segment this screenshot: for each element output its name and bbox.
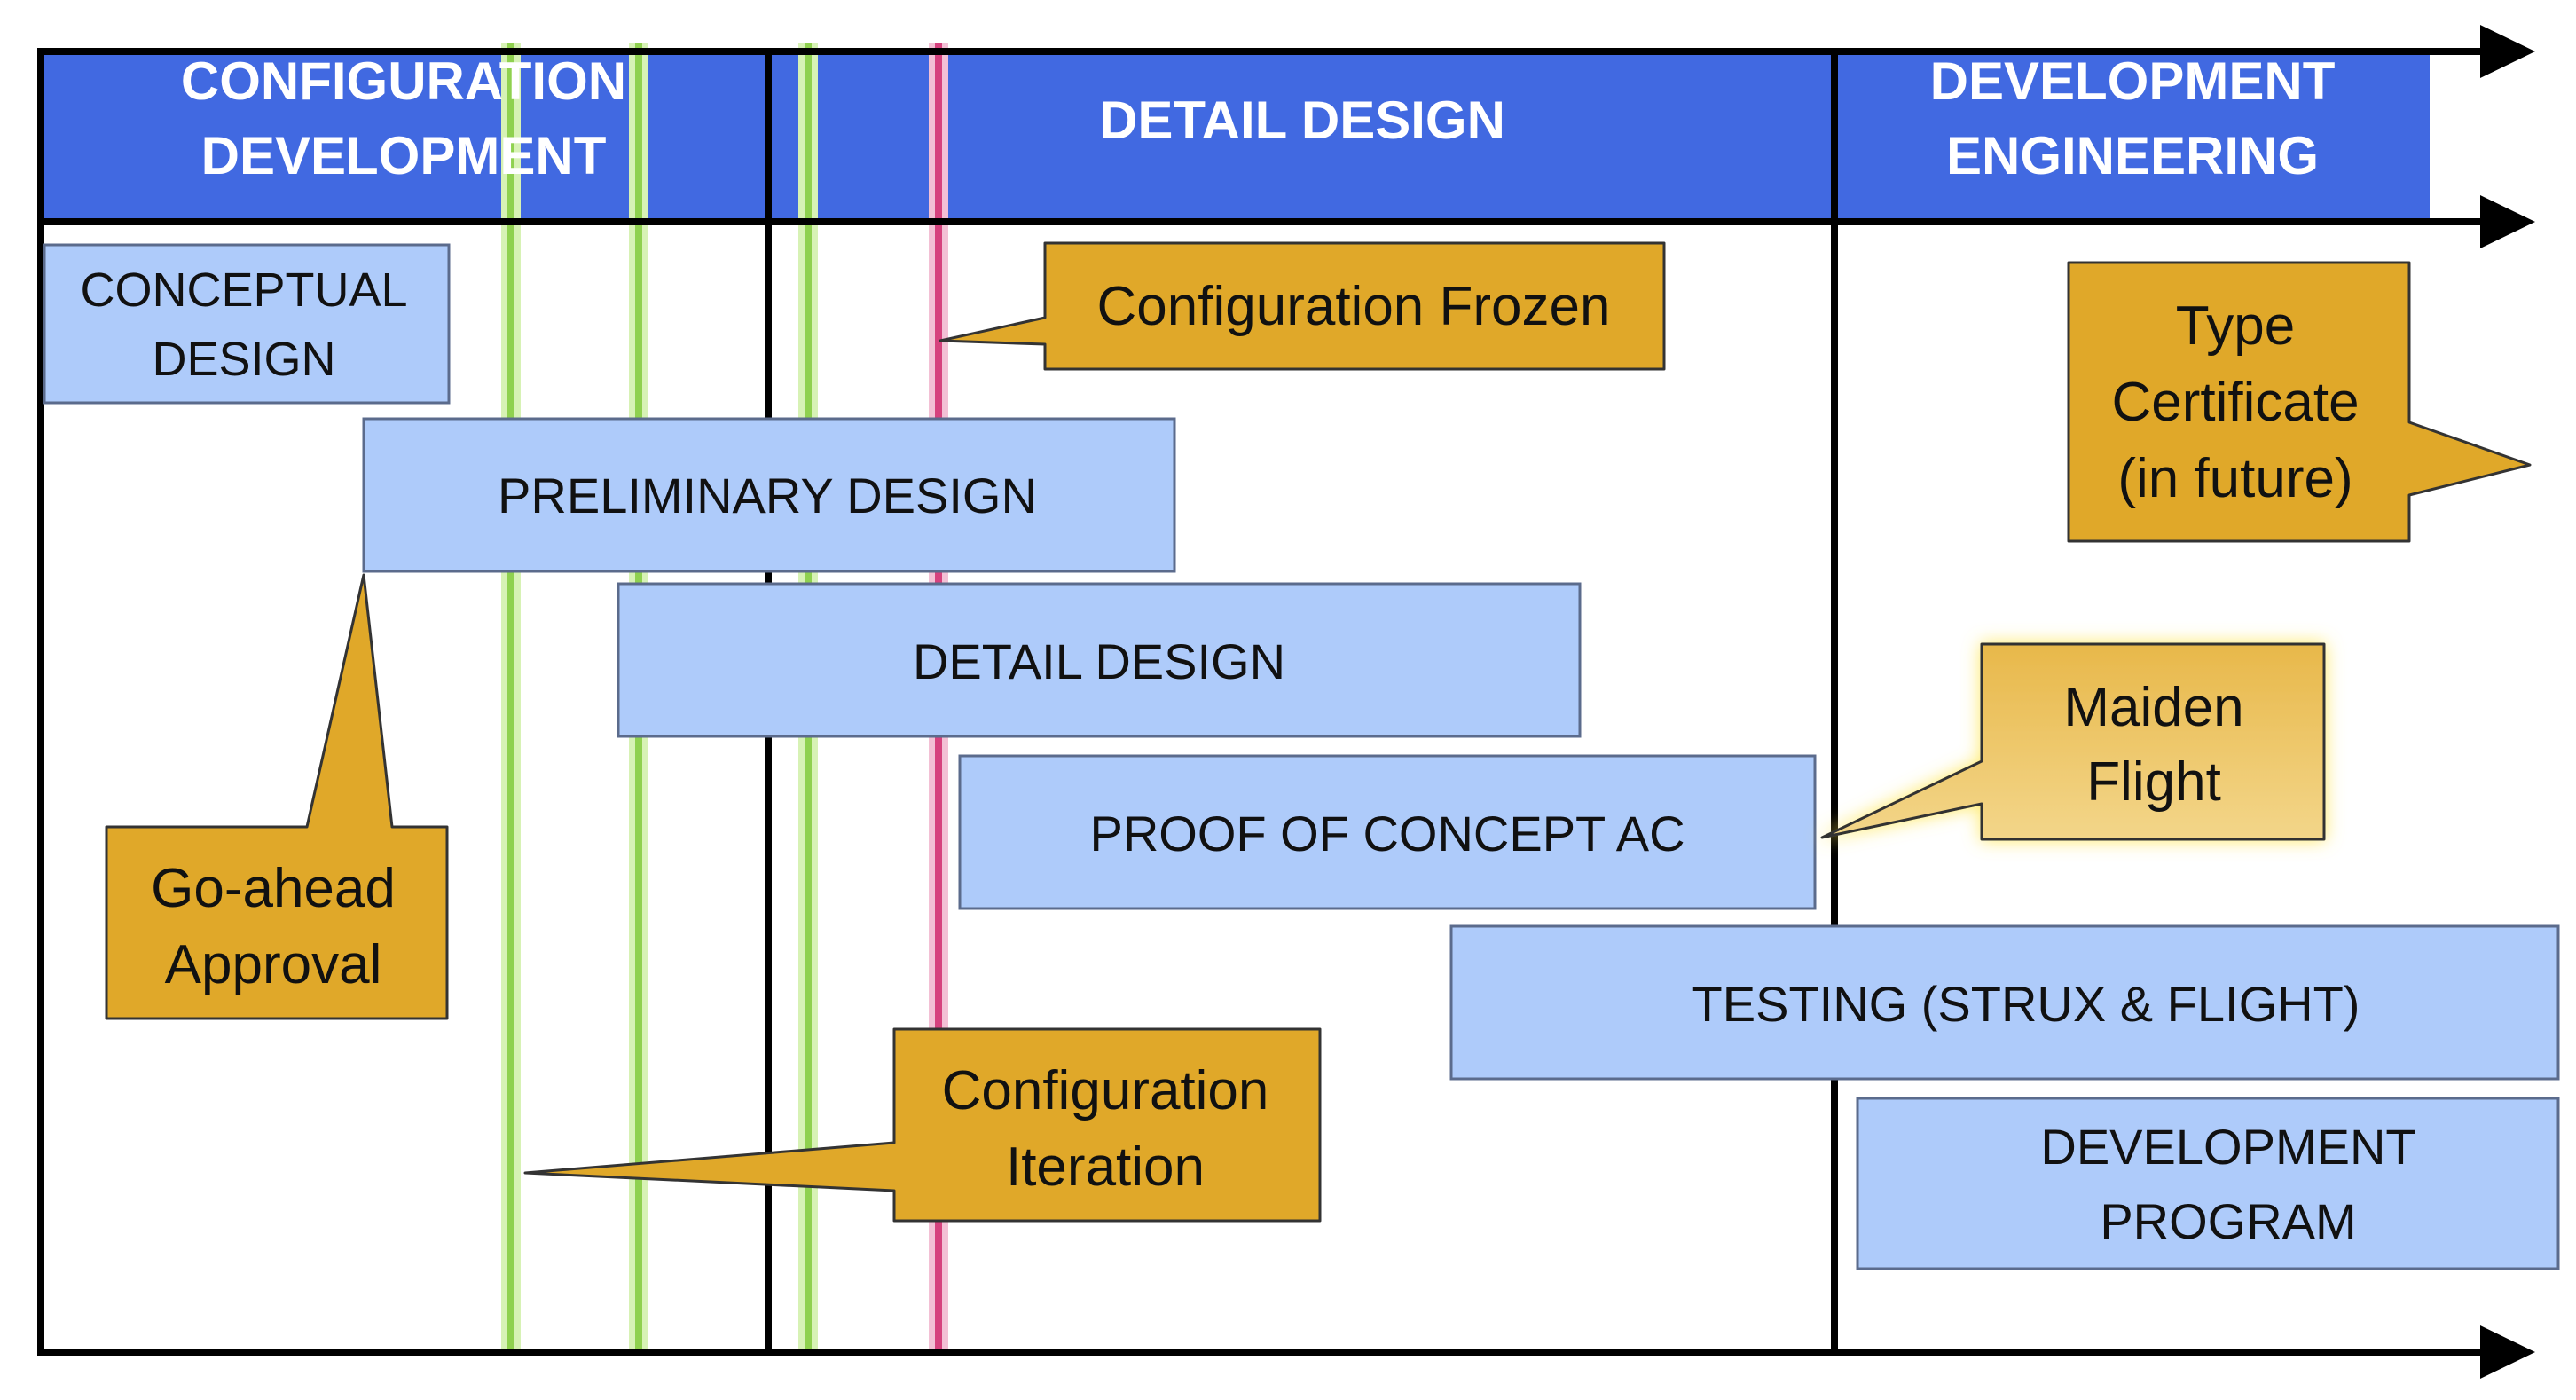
label-line: DESIGN — [152, 333, 335, 386]
label-line: Certificate — [2111, 372, 2359, 433]
label-line: TESTING (STRUX & FLIGHT) — [1692, 976, 2360, 1032]
axis-header-bottom-arrow — [2480, 195, 2535, 248]
header-band — [41, 55, 2430, 222]
label-line: ENGINEERING — [1946, 126, 2319, 185]
axis-bottom-arrow — [2480, 1325, 2535, 1379]
activity-bar-development-program — [1856, 1097, 2560, 1270]
label-line: Configuration Frozen — [1097, 276, 1611, 337]
activity-bar-preliminary-design — [362, 417, 1176, 573]
label-line: Go-ahead — [151, 858, 396, 919]
label-line: PRELIMINARY DESIGN — [498, 468, 1037, 523]
callout-configuration-frozen — [939, 241, 1666, 371]
label-line: PROGRAM — [2100, 1193, 2356, 1249]
label-line: (in future) — [2117, 448, 2352, 509]
activity-bar-testing — [1449, 924, 2560, 1081]
activity-label-conceptual-design: CONCEPTUAL DESIGN — [80, 263, 407, 386]
label-line: DEVELOPMENT — [2040, 1119, 2415, 1175]
callout-maiden-flight-group — [1820, 642, 2326, 841]
activity-label-preliminary-design: PRELIMINARY DESIGN — [498, 468, 1037, 523]
callout-label-configuration-frozen: Configuration Frozen — [1097, 276, 1611, 337]
activity-label-detail-design: DETAIL DESIGN — [913, 633, 1285, 689]
phase-label-development-engineering: DEVELOPMENT ENGINEERING — [1930, 51, 2336, 185]
axis-top-arrow — [2480, 25, 2535, 78]
label-line: Type — [2176, 295, 2295, 357]
callout-maiden-flight — [1820, 642, 2326, 841]
label-line: CONCEPTUAL — [80, 263, 407, 317]
activity-bar-conceptual-design — [43, 243, 451, 405]
label-line: Iteration — [1006, 1137, 1205, 1198]
label-line: PROOF OF CONCEPT AC — [1089, 806, 1685, 861]
activity-bar-proof-of-concept-ac — [958, 754, 1817, 910]
phase-label-configuration-development: CONFIGURATION DEVELOPMENT — [181, 51, 626, 185]
phase-label-detail-design: DETAIL DESIGN — [1099, 90, 1505, 150]
label-line: DEVELOPMENT — [1930, 51, 2336, 111]
label-line: CONFIGURATION — [181, 51, 626, 111]
label-line: Configuration — [942, 1060, 1269, 1121]
label-line: Maiden — [2063, 677, 2243, 738]
callout-configuration-iteration — [523, 1027, 1322, 1223]
callout-type-certificate — [2067, 261, 2532, 543]
activity-label-proof-of-concept-ac: PROOF OF CONCEPT AC — [1089, 806, 1685, 861]
activity-bar-detail-design — [617, 582, 1582, 738]
label-line: DEVELOPMENT — [201, 126, 607, 185]
label-line: Flight — [2086, 751, 2221, 813]
activity-label-testing: TESTING (STRUX & FLIGHT) — [1692, 976, 2360, 1032]
activity-label-development-program: DEVELOPMENT PROGRAM — [2040, 1119, 2415, 1249]
label-line: Approval — [165, 934, 382, 995]
label-line: DETAIL DESIGN — [1099, 90, 1505, 150]
label-line: DETAIL DESIGN — [913, 633, 1285, 689]
callout-go-ahead-approval — [105, 573, 449, 1020]
